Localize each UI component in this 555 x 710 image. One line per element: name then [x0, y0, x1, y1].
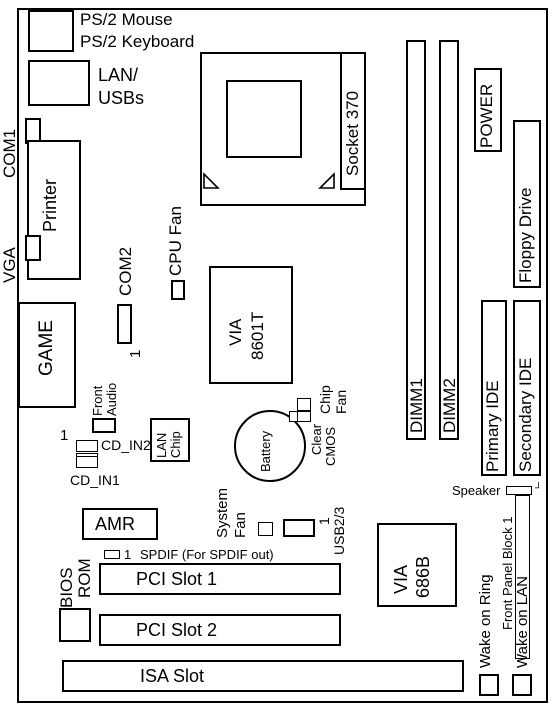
chip-fan-header-lower — [297, 411, 311, 422]
ps2-keyboard-label: PS/2 Keyboard — [80, 32, 195, 51]
game-port — [18, 302, 76, 408]
spdif-header — [104, 550, 120, 559]
wake-on-ring-label: Wake on Ring — [477, 574, 494, 668]
com2-pin1-label: 1 — [127, 349, 144, 358]
usb23-label: USB2/3 — [331, 506, 347, 555]
speaker-pin1-marker: ┘ — [535, 483, 543, 494]
socket-370-label: Socket 370 — [343, 90, 362, 176]
socket-pin1-marker-left — [203, 172, 220, 189]
clear-cmos-label-line1: Clear — [309, 423, 324, 455]
socket-pin1-marker-right — [318, 172, 335, 189]
power-connector — [474, 68, 502, 152]
lan-chip-label-line2: Chip — [168, 431, 183, 458]
front-audio-label-line1: Front — [90, 385, 105, 416]
lan-usbs-label-line1: LAN/ — [98, 65, 139, 85]
com2-header — [117, 304, 132, 344]
primary-ide-connector — [481, 300, 507, 476]
amr-label: AMR — [95, 514, 135, 534]
bios-label-line2: ROM — [75, 558, 94, 598]
via-686b-label-line2: 686B — [413, 555, 433, 598]
cd-in2-header — [76, 440, 98, 452]
lan-usb-connector — [28, 60, 90, 106]
pci-slot-1-label: PCI Slot 1 — [136, 569, 218, 589]
dimm1-label: DIMM1 — [407, 378, 426, 433]
vga-label: VGA — [0, 247, 19, 283]
dimm1-slot — [406, 40, 426, 440]
front-panel-label: Front Panel Block 1 — [500, 516, 515, 630]
secondary-ide-label: Secondary IDE — [516, 357, 535, 472]
system-fan-label-line1: System — [214, 487, 231, 538]
spdif-pin1-label: 1 — [124, 547, 132, 562]
battery — [234, 410, 306, 482]
isa-slot-label: ISA Slot — [140, 666, 205, 686]
via-686b-label-line1: VIA — [391, 564, 411, 594]
cd-in2-label: CD_IN2 — [101, 437, 151, 453]
vga-tab — [25, 235, 41, 261]
printer-label: Printer — [40, 178, 60, 232]
floppy-label: Floppy Drive — [516, 187, 535, 283]
power-label: POWER — [477, 83, 496, 148]
speaker-label: Speaker — [452, 483, 501, 498]
via-8601t-label-line1: VIA — [226, 318, 245, 346]
spdif-label: SPDIF (For SPDIF out) — [140, 547, 274, 562]
pci-slot-2-label: PCI Slot 2 — [136, 620, 218, 640]
front-panel-block — [515, 495, 530, 659]
usb23-pin1-label: 1 — [316, 517, 332, 525]
wake-on-lan-header — [512, 674, 532, 696]
chip-fan-header — [297, 398, 311, 411]
dimm2-slot — [439, 40, 459, 440]
front-audio-label-line2: Audio — [104, 382, 119, 416]
secondary-ide-connector — [513, 300, 541, 476]
audio-pin1-label: 1 — [60, 427, 69, 444]
wake-on-ring-header — [479, 674, 499, 696]
bios-label-line1: BIOS — [57, 567, 76, 608]
system-fan-header — [258, 522, 273, 536]
front-audio-header — [92, 418, 116, 433]
primary-ide-label: Primary IDE — [483, 380, 502, 472]
lan-chip — [150, 418, 190, 462]
via-8601t-label-line2: 8601T — [248, 311, 267, 360]
clear-cmos-label-line2: CMOS — [323, 427, 338, 466]
bios-rom-chip — [59, 608, 91, 642]
ps2-connector — [28, 10, 74, 52]
isa-slot — [62, 660, 464, 692]
speaker-header — [506, 486, 532, 495]
via-8601t-chip — [209, 266, 293, 384]
ps2-mouse-label: PS/2 Mouse — [80, 10, 173, 29]
cd-in1-header — [76, 456, 98, 468]
chip-fan-label-line1: Chip — [317, 385, 333, 414]
via-686b-chip — [377, 523, 457, 607]
dimm2-label: DIMM2 — [440, 378, 459, 433]
game-label: GAME — [36, 320, 57, 376]
lan-chip-label-line1: LAN — [154, 432, 169, 458]
com2-label: COM2 — [116, 246, 135, 296]
amr-slot — [82, 508, 158, 540]
com1-label: COM1 — [0, 128, 19, 178]
cd-in1-label: CD_IN1 — [70, 472, 120, 488]
system-fan-label-line2: Fan — [232, 512, 249, 538]
cpu-fan-header — [171, 280, 185, 300]
wake-on-lan-label: Wake on LAN — [514, 576, 531, 668]
pci-slot-1 — [99, 563, 341, 595]
usb23-header — [283, 519, 315, 537]
battery-label: Battery — [258, 430, 273, 472]
cpu-die — [226, 80, 302, 158]
cpu-fan-label: CPU Fan — [166, 206, 185, 276]
socket-370-label-bar — [340, 52, 366, 190]
lan-usbs-label-line2: USBs — [98, 88, 145, 108]
chip-fan-label-line2: Fan — [333, 389, 349, 414]
pci-slot-2 — [99, 614, 341, 646]
floppy-connector — [513, 120, 541, 288]
